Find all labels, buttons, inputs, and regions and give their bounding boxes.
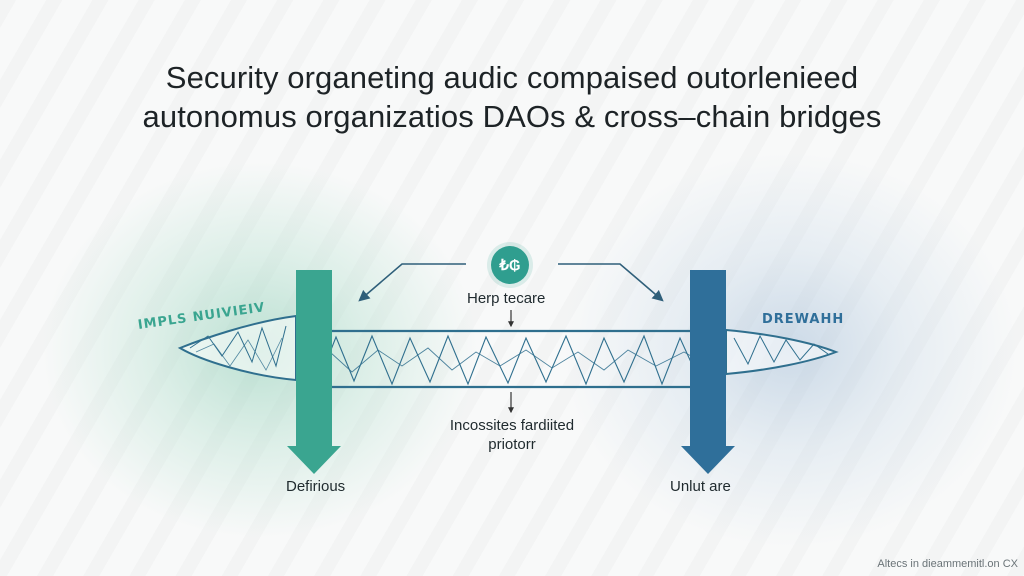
page-title: Security organeting audic compaised outo…	[0, 58, 1024, 136]
top-center-label: Herp tecare	[467, 290, 546, 307]
title-line-1: Security organeting audic compaised outo…	[165, 60, 859, 95]
right-lens	[725, 328, 839, 376]
middle-center-label-line-2: priotorr	[488, 436, 536, 453]
middle-center-label-line-1: Incossites fardiited	[449, 417, 575, 434]
left-pillar	[287, 270, 341, 474]
right-side-label: DREWAHH	[762, 312, 845, 327]
left-lens	[177, 314, 297, 382]
bridge-beam	[296, 329, 724, 389]
left-bottom-label: Defirious	[286, 478, 346, 495]
hub-arrows	[358, 263, 664, 414]
right-pillar	[681, 270, 735, 474]
right-bottom-label: Unlut are	[670, 478, 731, 495]
title-line-2: autonomus organizatios DAOs & cross–chai…	[142, 99, 882, 134]
footer-caption: Altecs in dieammemitl.on CX	[877, 558, 1018, 570]
exchange-token-icon: ₺₲	[491, 246, 529, 284]
middle-center-label: Incossites fardiited priotorr	[441, 416, 583, 454]
